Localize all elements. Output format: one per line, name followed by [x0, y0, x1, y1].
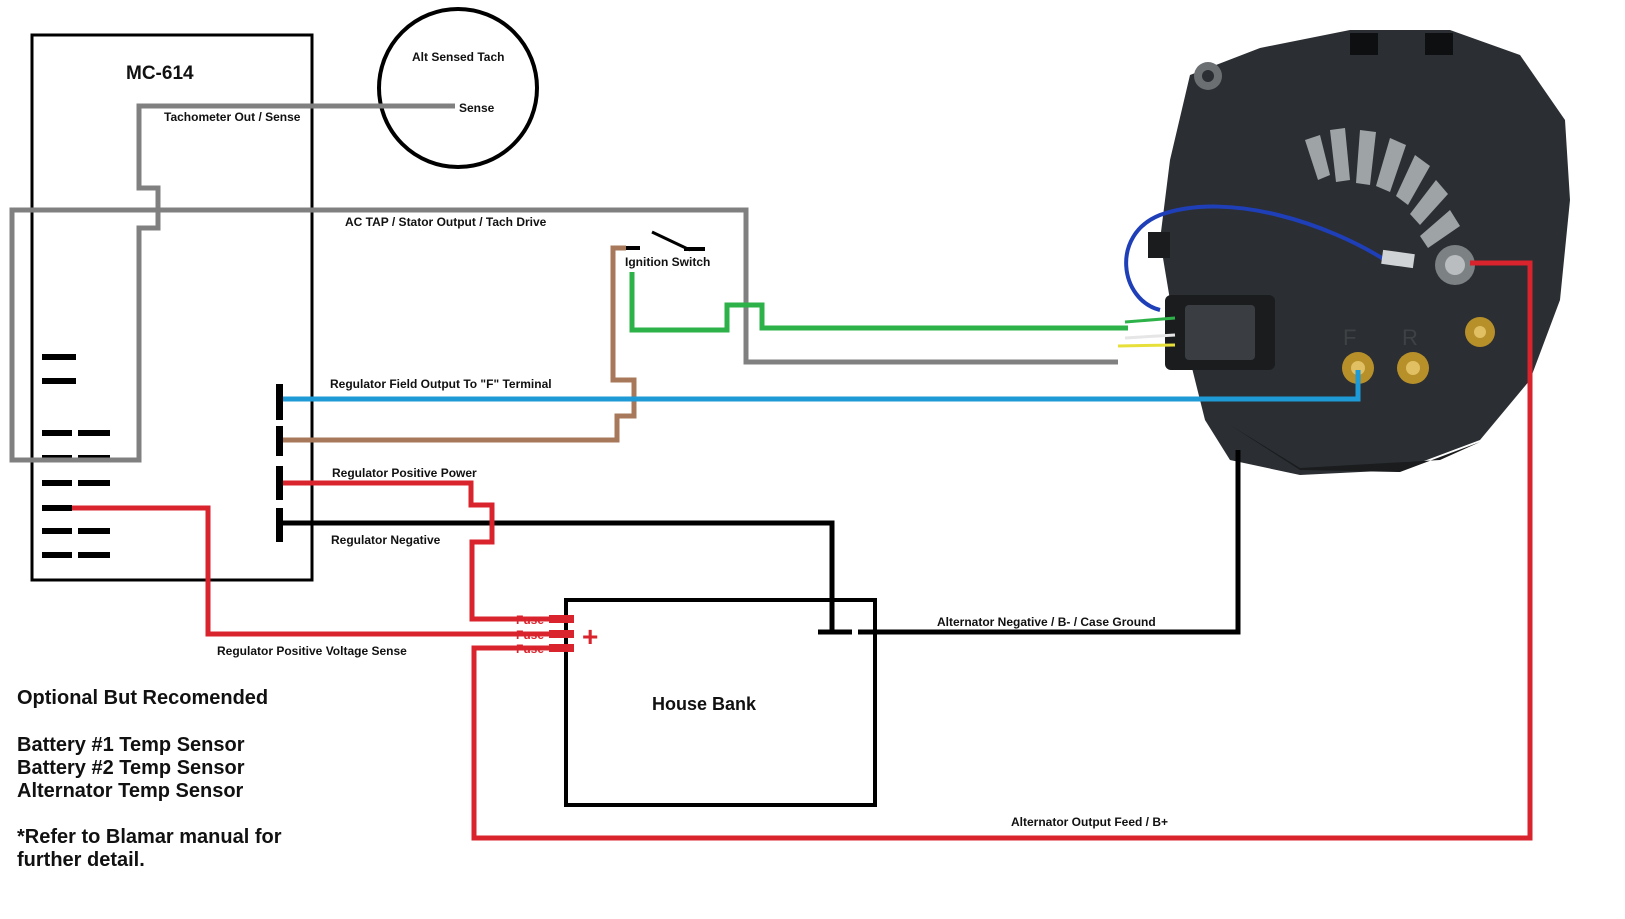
regulator-negative-label: Regulator Negative — [331, 533, 441, 547]
red-positive-power-wire — [283, 480, 552, 622]
terminal-r-label: R — [1402, 325, 1418, 350]
tach-sense-label: Sense — [459, 101, 495, 115]
alternator-image: F R — [1117, 30, 1570, 475]
notes-footer-line1: *Refer to Blamar manual for — [17, 826, 282, 848]
ac-tap-label: AC TAP / Stator Output / Tach Drive — [345, 215, 547, 229]
notes-item: Battery #1 Temp Sensor — [17, 734, 245, 756]
brown-wire — [283, 245, 637, 443]
black-regulator-negative-wire — [283, 520, 835, 632]
regulator-pins-right — [276, 384, 283, 542]
notes-item: Alternator Temp Sensor — [17, 780, 244, 802]
alternator-output-label: Alternator Output Feed / B+ — [1011, 815, 1168, 829]
regulator-pins-left — [42, 354, 110, 558]
gray-ac-tap-wire — [9, 103, 1118, 463]
red-alternator-output-wire — [471, 260, 1533, 841]
fuse-label-3: Fuse — [516, 642, 544, 656]
notes-item: Battery #2 Temp Sensor — [17, 757, 245, 779]
tach-out-label: Tachometer Out / Sense — [164, 110, 301, 124]
blue-field-wire — [283, 370, 1361, 402]
terminal-f-label: F — [1343, 325, 1356, 350]
tach-title: Alt Sensed Tach — [412, 50, 504, 64]
field-output-label: Regulator Field Output To "F" Terminal — [330, 377, 552, 391]
ignition-switch — [624, 230, 705, 252]
fuse-label-1: Fuse — [516, 613, 544, 627]
ignition-switch-label: Ignition Switch — [625, 255, 710, 269]
alternator-negative-label: Alternator Negative / B- / Case Ground — [937, 615, 1156, 629]
positive-power-label: Regulator Positive Power — [332, 466, 477, 480]
black-alternator-negative-wire — [858, 450, 1241, 635]
tach-gauge — [377, 7, 539, 169]
notes-heading: Optional But Recomended — [17, 687, 269, 709]
green-ignition-wire — [629, 272, 1128, 333]
red-voltage-sense-wire — [72, 505, 552, 637]
fuse-label-2: Fuse — [516, 628, 544, 642]
house-bank-label: House Bank — [652, 694, 757, 714]
notes-footer-line2: further detail. — [17, 849, 145, 871]
house-bank-battery — [564, 598, 877, 807]
regulator-title: MC-614 — [126, 63, 194, 84]
battery-positive-symbol: + — [582, 621, 598, 652]
fuse-blocks — [549, 615, 574, 652]
regulator-box — [30, 33, 314, 582]
voltage-sense-label: Regulator Positive Voltage Sense — [217, 644, 407, 658]
